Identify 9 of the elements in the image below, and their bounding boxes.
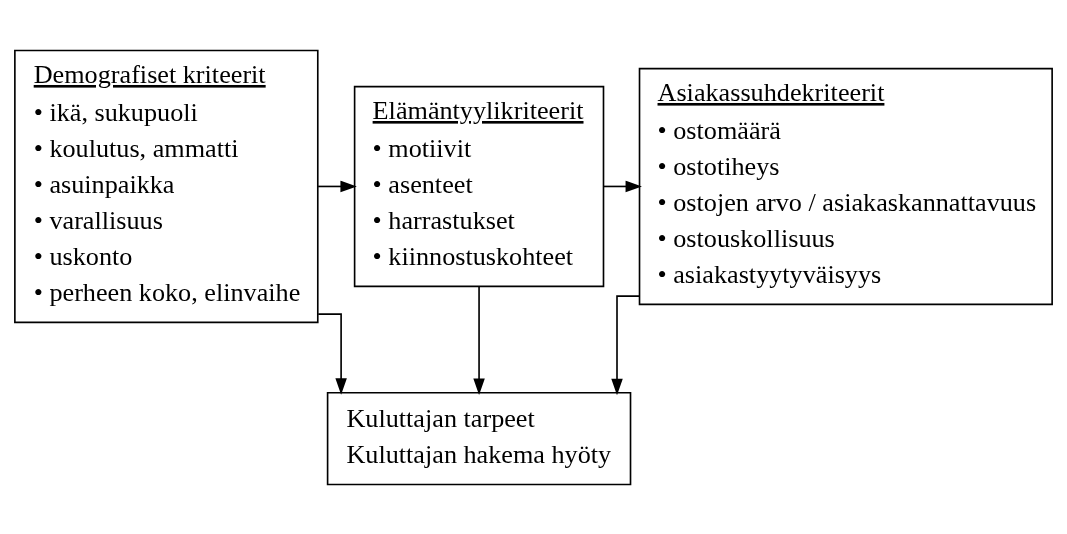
node-box: Elämäntyylikriteerit • motiivit • asenteet • harrastukset • kiinnostuskohteet — [353, 85, 605, 287]
arrow — [473, 285, 485, 395]
arrow — [611, 294, 641, 395]
node-box: Asiakassuhdekriteerit • ostomäärä • ostotiheys • ostojen arvo / asiakaskannattavuus • ostouskollisuus • asiakastyytyväisyys — [638, 67, 1053, 305]
arrow — [602, 180, 642, 192]
node-box: Kuluttajan tarpeet Kuluttajan hakema hyöty — [326, 391, 632, 485]
node-box: Demografiset kriteerit • ikä, sukupuoli • koulutus, ammatti • asuinpaikka • varallisuus • uskonto • perheen koko, elinvaihe — [14, 49, 319, 323]
arrow — [317, 312, 347, 395]
arrow — [317, 180, 357, 192]
